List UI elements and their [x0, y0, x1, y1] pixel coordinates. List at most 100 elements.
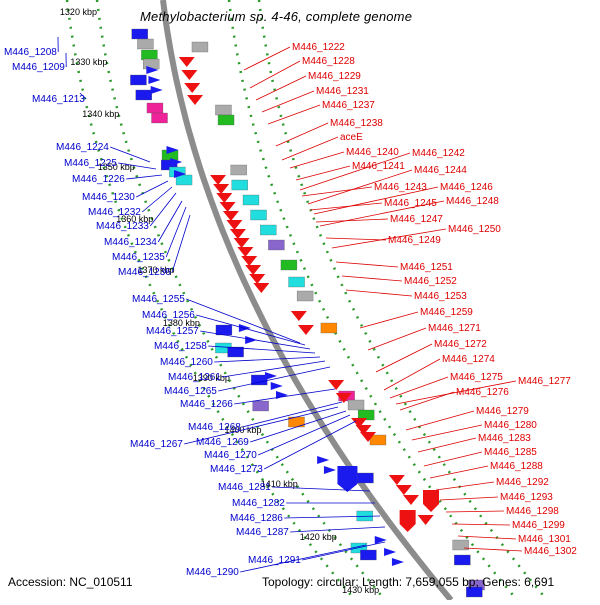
- right-gene-label: M446_1274: [442, 354, 495, 365]
- right-gene-label: M446_1244: [414, 165, 467, 176]
- left-gene-label: M446_1290: [186, 567, 239, 578]
- right-gene-leader: [342, 276, 402, 281]
- left-gene-label: M446_1286: [230, 513, 283, 524]
- right-gene-leader: [440, 497, 498, 500]
- left-gene-label: M446_1260: [160, 357, 213, 368]
- red-gene-arrow: [291, 311, 307, 321]
- red-gene-arrow: [179, 57, 195, 67]
- gene-block: [297, 291, 313, 301]
- left-gene-label: M446_1261: [168, 372, 221, 383]
- right-gene-label: M446_1272: [434, 339, 487, 350]
- red-gene-arrow: [253, 283, 269, 293]
- gene-block: [132, 29, 148, 39]
- right-gene-label: M446_1252: [404, 276, 457, 287]
- left-gene-leader: [186, 299, 300, 343]
- red-gene-arrow: [389, 475, 405, 485]
- right-gene-leader: [424, 452, 482, 466]
- right-gene-label: M446_1277: [518, 376, 571, 387]
- left-gene-leader: [166, 207, 186, 257]
- right-gene-label: M446_1253: [414, 291, 467, 302]
- gene-block: [215, 105, 231, 115]
- scale-track-2: [229, 0, 517, 600]
- left-gene-label: M446_1236: [118, 267, 171, 278]
- gene-block: [268, 240, 284, 250]
- right-gene-label: M446_1298: [506, 506, 559, 517]
- right-gene-leader: [256, 76, 306, 100]
- left-gene-label: M446_1268: [188, 422, 241, 433]
- red-gene-large: [400, 510, 416, 532]
- right-gene-label: M446_1276: [456, 387, 509, 398]
- red-gene-arrow: [418, 515, 434, 525]
- left-gene-leader: [158, 201, 182, 242]
- left-gene-leader: [272, 487, 370, 491]
- gene-block: [357, 473, 373, 483]
- gene-block: [216, 325, 232, 335]
- right-gene-label: M446_1283: [478, 433, 531, 444]
- topology-label: Topology: circular; Length: 7,659,055 bp…: [262, 575, 554, 589]
- left-gene-label: M446_1270: [204, 450, 257, 461]
- gene-block: [136, 90, 152, 100]
- left-gene-label: M446_1265: [164, 386, 217, 397]
- left-gene-label: M446_1282: [232, 498, 285, 509]
- gene-block: [231, 165, 247, 175]
- right-gene-leader: [310, 203, 382, 210]
- right-gene-leader: [464, 548, 522, 551]
- right-gene-leader: [418, 438, 476, 452]
- right-gene-label: M446_1301: [518, 534, 571, 545]
- gene-block: [243, 195, 259, 205]
- scale-label: 1330 kbp: [70, 57, 107, 67]
- red-gene-arrow: [237, 247, 253, 257]
- right-gene-label: M446_1279: [476, 406, 529, 417]
- left-gene-label: M446_1257: [146, 326, 199, 337]
- right-gene-label: M446_1240: [346, 147, 399, 158]
- right-gene-label: M446_1246: [440, 182, 493, 193]
- red-gene-arrow: [396, 485, 412, 495]
- right-gene-label: M446_1271: [428, 323, 481, 334]
- gene-block: [260, 225, 276, 235]
- blue-gene-arrow: [384, 548, 396, 556]
- left-gene-leader: [126, 175, 162, 179]
- left-gene-label: M446_1233: [96, 221, 149, 232]
- right-gene-label: M446_1228: [302, 56, 355, 67]
- blue-gene-arrow: [317, 456, 329, 464]
- left-gene-label: M446_1273: [210, 464, 263, 475]
- right-gene-label: M446_1229: [308, 71, 361, 82]
- red-gene-arrow: [249, 274, 265, 284]
- left-gene-leader: [150, 193, 176, 226]
- gene-block: [152, 113, 168, 123]
- right-gene-leader: [400, 392, 454, 410]
- left-gene-leader: [172, 215, 190, 272]
- left-gene-label: M446_1232: [88, 207, 141, 218]
- blue-gene-arrow: [324, 466, 336, 474]
- gene-block: [251, 210, 267, 220]
- red-gene-arrow: [187, 95, 203, 105]
- left-gene-label: M446_1255: [132, 294, 185, 305]
- scale-label: 1420 kbp: [300, 532, 337, 542]
- right-gene-leader: [430, 466, 488, 478]
- right-gene-leader: [244, 47, 290, 70]
- left-gene-label: M446_1209: [12, 62, 65, 73]
- right-gene-leader: [368, 328, 426, 350]
- right-gene-leader: [326, 238, 386, 240]
- right-gene-leader: [390, 377, 448, 398]
- left-gene-label: M446_1225: [64, 158, 117, 169]
- gene-block: [281, 260, 297, 270]
- gene-block: [143, 59, 159, 69]
- left-gene-label: M446_1234: [104, 237, 157, 248]
- right-gene-leader: [436, 482, 494, 490]
- left-gene-label: M446_1266: [180, 399, 233, 410]
- left-gene-label: M446_1235: [112, 252, 165, 263]
- left-gene-label: M446_1258: [154, 341, 207, 352]
- blue-gene-large: [337, 466, 357, 492]
- right-gene-leader: [276, 123, 328, 146]
- left-gene-label: M446_1267: [130, 439, 183, 450]
- right-gene-leader: [406, 411, 474, 430]
- scale-label: 1340 kbp: [82, 109, 119, 119]
- gene-block: [360, 550, 376, 560]
- blue-gene-arrow: [271, 382, 283, 390]
- red-gene-arrow: [226, 220, 242, 230]
- map-title: Methylobacterium sp. 4-46, complete geno…: [140, 9, 412, 24]
- right-gene-label: M446_1249: [388, 235, 441, 246]
- gene-block: [137, 39, 153, 49]
